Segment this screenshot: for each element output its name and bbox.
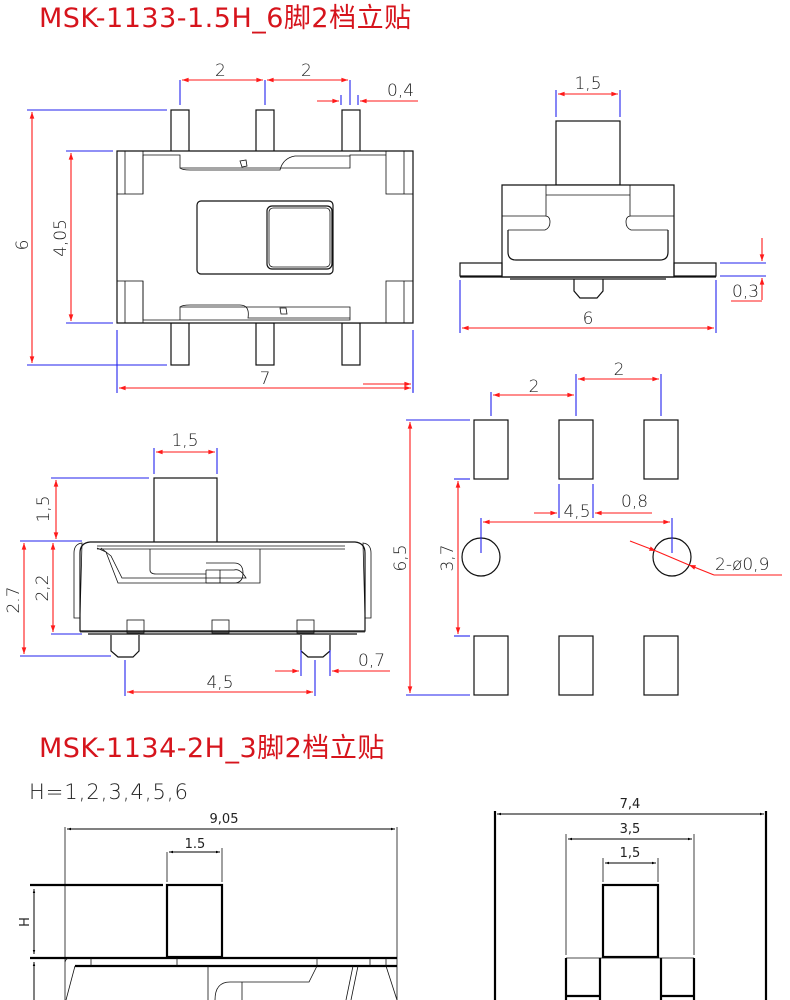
dim-hole-callout: 2-ø0,9 <box>715 555 769 575</box>
dim-pin-pitch-1: 2 <box>215 61 226 81</box>
section-title-msk-1134: MSK-1134-2H_3脚2档立贴 <box>39 733 385 764</box>
dim-body-width: 7 <box>260 369 271 389</box>
msk1134-side-view: 9,05 1.5 H <box>18 812 398 1000</box>
dim-overall-height: 6 <box>13 240 33 251</box>
pad <box>473 635 509 696</box>
actuator-msk1134 <box>165 883 224 959</box>
dim-pin-width: 0,4 <box>387 81 414 101</box>
dim-msk1134-end-overall-width: 7,4 <box>620 797 641 812</box>
pad <box>643 635 679 696</box>
pad <box>643 419 679 480</box>
msk1134-end-view: 7,4 3,5 1,5 <box>493 797 768 1000</box>
dim-post-spacing: 4,5 <box>206 673 233 693</box>
dim-side-actuator-width: 1,5 <box>171 431 198 451</box>
pad <box>558 419 594 480</box>
dim-pad-pitch-1: 2 <box>529 377 540 397</box>
dim-side-overall-height: 2.7 <box>4 586 24 613</box>
pins-bottom <box>170 322 361 366</box>
top-view: 2 2 0,4 6 4,05 7 <box>13 61 418 393</box>
post-right <box>300 635 331 658</box>
dim-body-height: 4,05 <box>51 219 71 257</box>
post-left <box>110 635 140 658</box>
height-note: H=1,2,3,4,5,6 <box>29 780 189 804</box>
dim-msk1134-housing-width: 3,5 <box>620 822 641 837</box>
pad <box>558 635 594 696</box>
dim-end-actuator-width: 1,5 <box>574 74 601 94</box>
center-post <box>573 279 604 299</box>
section-title-msk-1133: MSK-1133-1.5H_6脚2档立贴 <box>39 3 412 34</box>
dim-msk1134-end-actuator-width: 1,5 <box>620 846 641 861</box>
dim-pad-pitch-2: 2 <box>614 360 625 380</box>
dim-side-actuator-height: 1,5 <box>34 495 54 522</box>
dim-pad-width: 0,8 <box>621 492 648 512</box>
pins-top <box>170 109 361 153</box>
dim-tab-thickness: 0,3 <box>732 282 759 302</box>
switch-body-top <box>116 150 414 324</box>
pcb-footprint: 2 2 6,5 3,7 4,5 0,8 2-ø0,9 <box>363 360 782 696</box>
actuator-side <box>153 477 218 544</box>
dim-footprint-length: 6,5 <box>391 544 411 571</box>
dim-pad-gap: 3,7 <box>438 544 458 571</box>
dim-hole-spacing: 4,5 <box>563 502 590 522</box>
dim-end-overall-width: 6 <box>583 309 594 329</box>
actuator-end <box>555 120 621 186</box>
dim-msk1134-actuator-height: H <box>18 917 33 927</box>
dim-msk1134-actuator-width: 1.5 <box>185 837 206 852</box>
side-view: 1,5 1,5 2,2 2.7 4,5 0,7 <box>4 431 390 696</box>
actuator-msk1134-end <box>601 883 660 959</box>
dim-msk1134-overall-width: 9,05 <box>210 812 239 827</box>
pad <box>473 419 509 480</box>
dim-pin-pitch-2: 2 <box>301 61 312 81</box>
dim-post-diameter: 0,7 <box>358 651 385 671</box>
dim-side-body-height: 2,2 <box>33 574 53 601</box>
end-view: 1,5 0,3 6 <box>459 74 766 333</box>
